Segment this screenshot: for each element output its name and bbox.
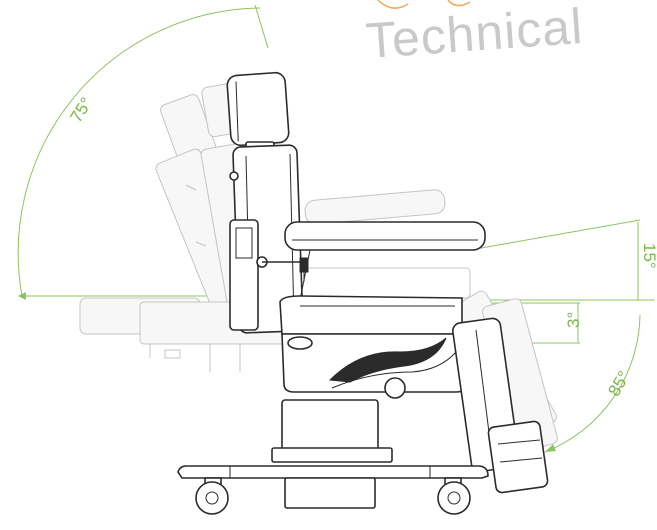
caster-left-hub	[205, 491, 219, 505]
armrest-angle-line	[469, 219, 641, 251]
footrest	[487, 420, 549, 494]
logo-fragment-2	[447, 0, 471, 7]
armrest-support	[299, 249, 311, 301]
angle-label-seat: 3°	[564, 312, 583, 328]
column-collar	[271, 447, 393, 463]
headrest-detail	[235, 81, 239, 142]
backrest-angle-arc	[17, 7, 261, 297]
dimension-lines	[17, 4, 655, 453]
angle-label-legrest: 85°	[604, 368, 633, 400]
backrest-side-panel	[229, 219, 259, 331]
armrest	[284, 221, 486, 251]
chair-main	[177, 71, 549, 515]
housing-swoosh	[328, 337, 447, 383]
arrow-head-legrest	[545, 444, 556, 452]
ghost-line	[195, 241, 207, 247]
backrest-knob	[229, 171, 239, 181]
ghost-seat	[299, 267, 471, 299]
angle-label-armrest: 15°	[640, 243, 657, 269]
legrest-angle-arc	[544, 314, 641, 453]
seat-base-cutout	[287, 336, 313, 350]
column-hub	[384, 377, 406, 399]
ghost-detail	[164, 349, 181, 359]
caster-right-wheel	[437, 481, 471, 515]
footrest-detail	[499, 457, 543, 463]
footrest-detail	[497, 439, 541, 445]
caster-left-wheel	[195, 481, 229, 515]
arrow-head-left	[18, 292, 26, 300]
logo-fragment	[377, 0, 409, 9]
ghost-line	[185, 184, 197, 191]
column-upper	[281, 399, 379, 453]
base-pedestal	[284, 477, 376, 509]
backrest-arc-tick	[254, 4, 269, 49]
backrest-control	[235, 227, 253, 259]
angle-label-backrest: 75°	[66, 94, 96, 126]
seat-cushion	[279, 295, 463, 335]
housing-swoosh-line	[331, 351, 457, 389]
ghost-armrest	[304, 189, 446, 225]
caster-right-hub	[447, 491, 461, 505]
base-frame	[177, 465, 489, 479]
